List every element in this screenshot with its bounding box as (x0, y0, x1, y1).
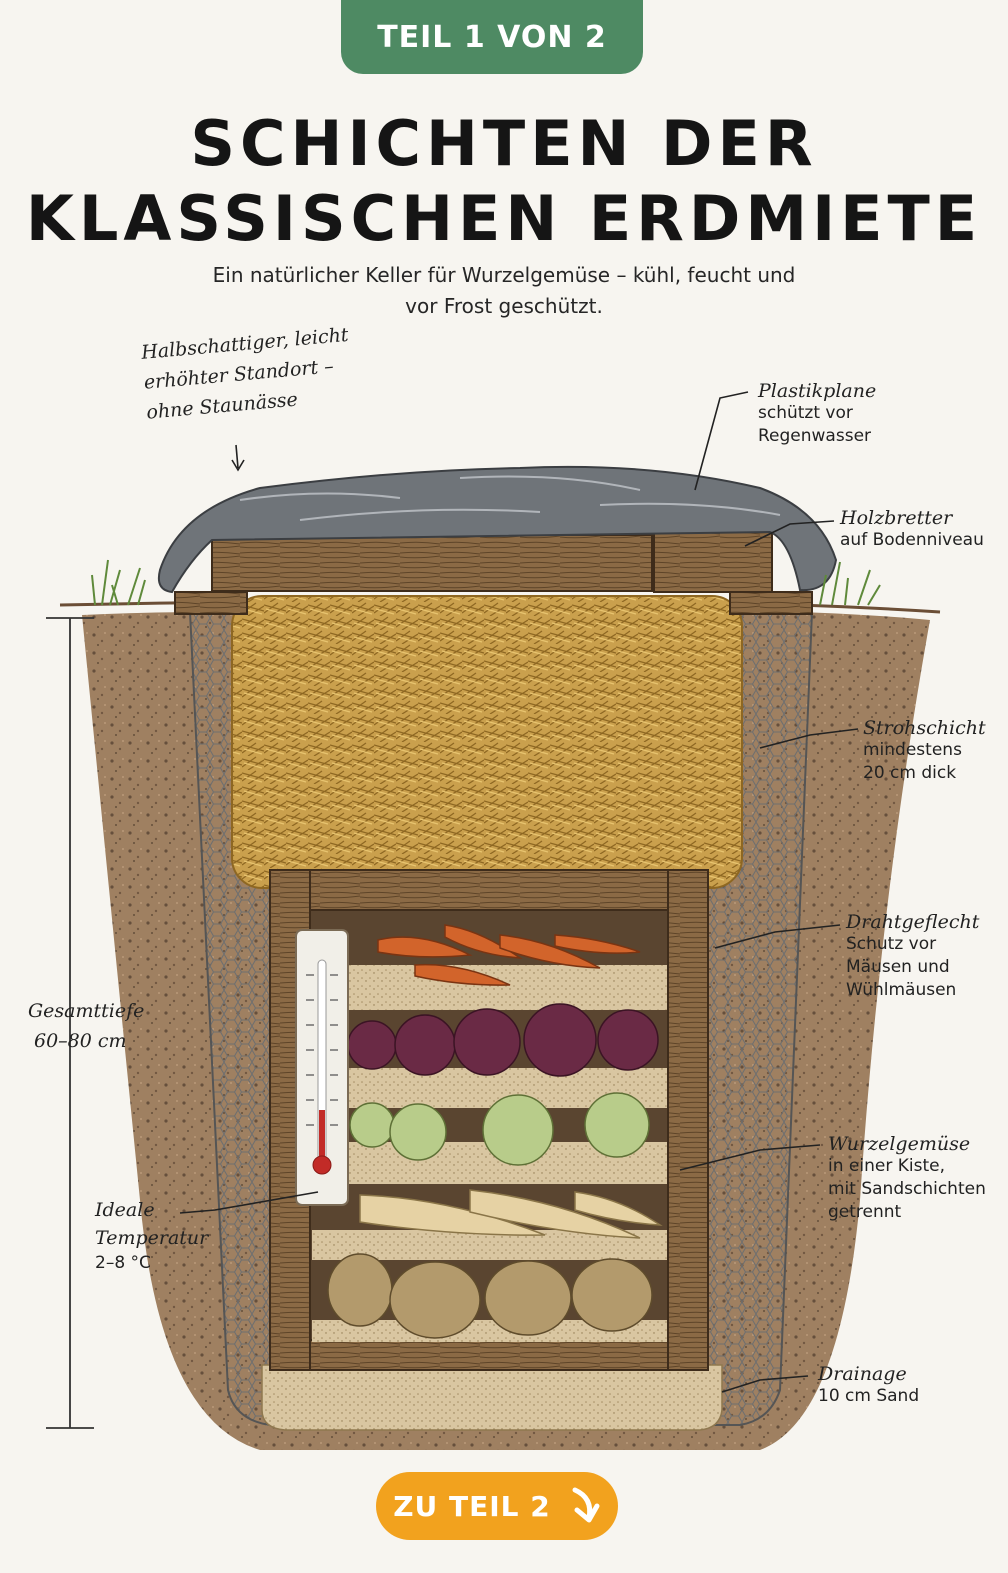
arrow-down-right-icon (572, 1487, 600, 1523)
subtitle-line1: Ein natürlicher Keller für Wurzelgemüse … (212, 263, 796, 287)
subtitle-line2: vor Frost geschützt. (405, 294, 603, 318)
label-strohschicht-line1: mindestens (863, 740, 962, 760)
label-strohschicht-line2: 20 cm dick (863, 763, 957, 783)
thermometer (295, 929, 349, 1206)
label-plastikplane-line2: Regenwasser (758, 426, 872, 446)
label-drahtgeflecht-line2: Mäusen und (846, 957, 950, 977)
label-plastikplane-line1: schützt vor (758, 403, 853, 423)
site-note: Halbschattiger, leicht erhöhter Standort… (140, 320, 355, 428)
label-drainage: Drainage 10 cm Sand (818, 1363, 919, 1408)
label-strohschicht: Strohschicht mindestens 20 cm dick (863, 717, 986, 785)
label-wurzelgemuese: Wurzelgemüse in einer Kiste, mit Sandsch… (828, 1133, 986, 1224)
label-temperatur-title2: Temperatur (95, 1227, 209, 1249)
page-title-line1: SCHICHTEN DER (190, 107, 818, 180)
label-drainage-line1: 10 cm Sand (818, 1386, 920, 1406)
next-part-button-label: ZU TEIL 2 (393, 1489, 551, 1523)
label-temperatur-value: 2–8 °C (95, 1253, 151, 1273)
label-strohschicht-title: Strohschicht (863, 717, 986, 739)
parsnips (359, 1189, 663, 1239)
kohlrabi (349, 1092, 650, 1166)
wooden-boards (174, 531, 813, 615)
carrots (377, 924, 641, 986)
page-title-line2: KLASSISCHEN ERDMIETE (25, 182, 983, 255)
part-badge: TEIL 1 VON 2 (341, 0, 643, 74)
label-gesamttiefe: Gesamttiefe 60–80 cm (28, 996, 144, 1056)
next-part-button[interactable]: ZU TEIL 2 (376, 1472, 618, 1540)
label-drahtgeflecht-line3: Wühlmäusen (846, 980, 957, 1000)
label-holzbretter-title: Holzbretter (840, 507, 953, 529)
label-drahtgeflecht: Drahtgeflecht Schutz vor Mäusen und Wühl… (846, 911, 979, 1002)
beets (347, 1003, 659, 1077)
depth-bracket (46, 617, 94, 1429)
label-wurzelgemuese-line2: mit Sandschichten (828, 1179, 986, 1199)
straw-layer (231, 595, 743, 889)
label-plastikplane: Plastikplane schützt vor Regenwasser (758, 380, 876, 448)
plastic-tarp (157, 465, 838, 594)
label-holzbretter: Holzbretter auf Bodenniveau (840, 507, 984, 552)
label-plastikplane-title: Plastikplane (758, 380, 877, 402)
sand-drainage (261, 1364, 723, 1431)
label-wurzelgemuese-line1: in einer Kiste, (828, 1156, 945, 1176)
label-wurzelgemuese-title: Wurzelgemüse (828, 1133, 971, 1155)
label-drahtgeflecht-title: Drahtgeflecht (846, 911, 980, 933)
grass (91, 559, 881, 606)
label-drainage-title: Drainage (818, 1363, 907, 1385)
callout-lines (179, 391, 859, 1393)
label-drahtgeflecht-line1: Schutz vor (846, 934, 937, 954)
label-gesamttiefe-value: 60–80 cm (34, 1030, 127, 1052)
label-temperatur: Ideale Temperatur 2–8 °C (95, 1196, 208, 1275)
label-gesamttiefe-title: Gesamttiefe (28, 1000, 145, 1022)
label-wurzelgemuese-line3: getrennt (828, 1202, 902, 1222)
label-temperatur-title: Ideale (95, 1199, 155, 1221)
page-subtitle: Ein natürlicher Keller für Wurzelgemüse … (180, 260, 828, 322)
label-holzbretter-line1: auf Bodenniveau (840, 530, 984, 550)
celeriac (327, 1253, 653, 1339)
